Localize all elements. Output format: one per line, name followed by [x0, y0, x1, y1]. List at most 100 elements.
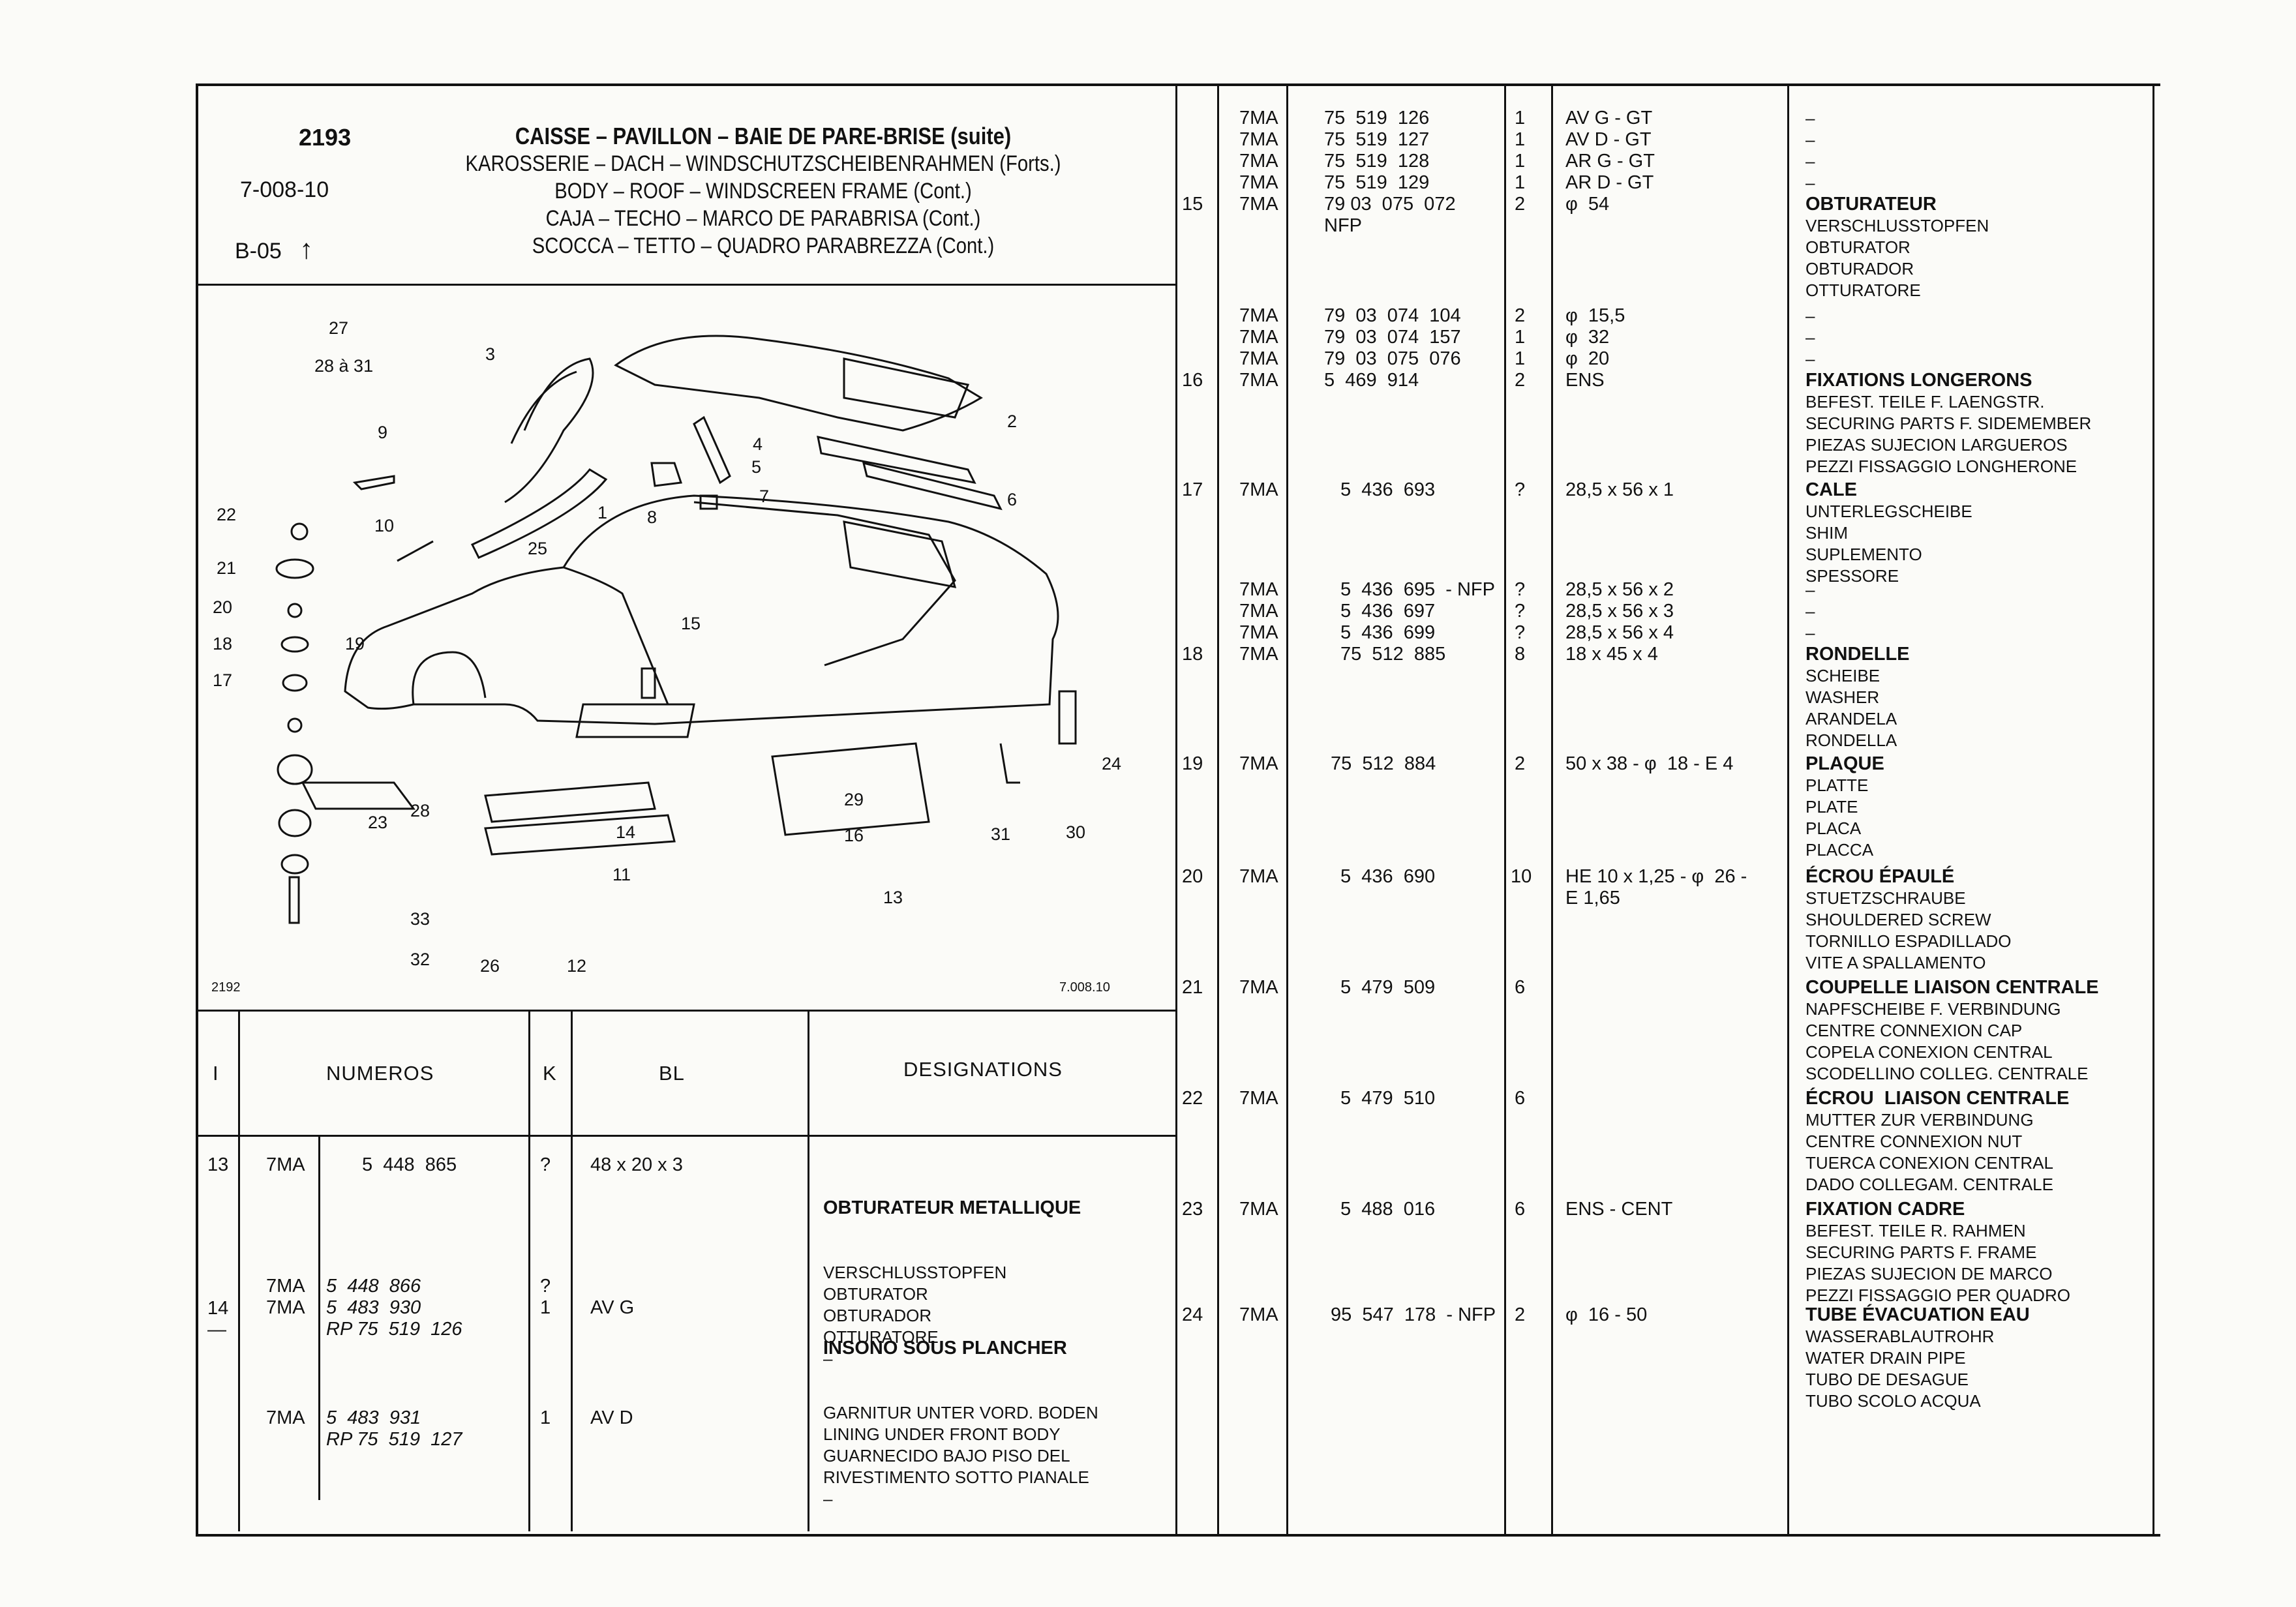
- designation-line: SHOULDERED SCREW: [1805, 910, 1991, 929]
- row-number: 79 03 074 104 79 03 074 157 79 03 075 07…: [1324, 305, 1461, 391]
- row-index: 21: [1182, 977, 1203, 998]
- designation-line: UNTERLEGSCHEIBE: [1805, 502, 1972, 521]
- row-number: 5 479 510: [1340, 1088, 1436, 1109]
- title-fr: CAISSE – PAVILLON – BAIE DE PARE-BRISE (…: [515, 123, 1012, 149]
- callout-7: 7: [759, 487, 769, 506]
- designation-line: SECURING PARTS F. SIDEMEMBER: [1805, 413, 2092, 433]
- rule-l4: [571, 1010, 573, 1531]
- rule-r1: [1217, 83, 1219, 1534]
- row-number: 75 519 126 75 519 127 75 519 128 75 519 …: [1324, 108, 1456, 236]
- row-code: 7MA 7MA 7MA 7MA: [1239, 305, 1278, 391]
- callout-12: 12: [567, 956, 586, 976]
- rule-left-right-divider: [1175, 83, 1177, 1534]
- designation-text: GARNITUR UNTER VORD. BODEN LINING UNDER …: [823, 1403, 1098, 1509]
- row-index: 13: [207, 1154, 229, 1175]
- row-k: 6: [1515, 1088, 1526, 1109]
- row-index: 16: [1182, 370, 1203, 391]
- designation-line: COPELA CONEXION CENTRAL: [1805, 1042, 2053, 1062]
- callout-6: 6: [1007, 490, 1017, 509]
- rule-l1: [238, 1010, 240, 1531]
- row-k: ? 1: [540, 1276, 551, 1318]
- designation-line: –: [1805, 623, 1815, 642]
- designation-line: SUPLEMENTO: [1805, 545, 1922, 564]
- callout-28: 28: [410, 801, 430, 820]
- designation-line: –: [1805, 306, 1815, 325]
- callout-3: 3: [485, 344, 495, 364]
- row-k: 2 1 1 2: [1515, 305, 1526, 391]
- rule-r3: [1504, 83, 1506, 1534]
- row-index: 22: [1182, 1088, 1203, 1109]
- callout-1: 1: [597, 503, 607, 522]
- designation-line: OBTURADOR: [1805, 259, 1914, 278]
- rule-colhead-bottom: [196, 1135, 1177, 1137]
- designation-line: CENTRE CONNEXION NUT: [1805, 1132, 2023, 1151]
- designation-line: TUBO SCOLO ACQUA: [1805, 1391, 1981, 1411]
- callout-4: 4: [753, 434, 763, 454]
- row-k: ?: [540, 1154, 551, 1175]
- designation-line: WATER DRAIN PIPE: [1805, 1348, 1966, 1368]
- callout-13: 13: [883, 888, 903, 907]
- designation-text: VERSCHLUSSTOPFEN OBTURATOR OBTURADOR OTT…: [823, 1263, 1007, 1368]
- row-k: ?: [1515, 479, 1526, 500]
- designation-line: TORNILLO ESPADILLADO: [1805, 931, 2012, 951]
- plate-number: 2193: [299, 124, 352, 151]
- callout-9: 9: [378, 423, 387, 442]
- callout-31: 31: [991, 824, 1010, 844]
- designation-line: SECURING PARTS F. FRAME: [1805, 1242, 2037, 1262]
- row-code: 7MA: [1239, 753, 1278, 774]
- exploded-body-diagram: 27 28 à 31 3 9 2 4 5 7 6 8 22 10 25 1 21…: [211, 318, 1121, 995]
- row-code: 7MA: [1239, 866, 1278, 887]
- designation-line: OBTURATEUR: [1805, 194, 1937, 215]
- row-bl: 28,5 x 56 x 1: [1565, 479, 1674, 500]
- row-designation: INSONO SOUS PLANCHER GARNITUR UNTER VORD…: [823, 1295, 1098, 1553]
- callout-11: 11: [612, 865, 631, 884]
- row-index: 18: [1182, 644, 1203, 665]
- row-bl: AV G: [590, 1297, 635, 1318]
- callout-16: 16: [844, 826, 864, 845]
- row-index: 15: [1182, 194, 1203, 215]
- designation-line: MUTTER ZUR VERBINDUNG: [1805, 1110, 2034, 1130]
- row-code: 7MA: [1239, 1304, 1278, 1325]
- designation-line: BEFEST. TEILE F. LAENGSTR.: [1805, 392, 2045, 412]
- rule-header-bottom: [196, 284, 1177, 286]
- row-code: 7MA: [1239, 1088, 1278, 1109]
- row-bl: 28,5 x 56 x 2 28,5 x 56 x 3 28,5 x 56 x …: [1565, 579, 1674, 665]
- designation-line: PLATTE: [1805, 775, 1869, 795]
- callout-24: 24: [1102, 754, 1121, 773]
- section-code: 7-008-10: [240, 177, 329, 202]
- col-numeros: NUMEROS: [326, 1062, 434, 1085]
- designation-line: ARANDELA: [1805, 709, 1897, 728]
- row-k: 1: [540, 1407, 551, 1428]
- callout-20: 20: [213, 597, 232, 617]
- designation-line: OTTURATORE: [1805, 280, 1921, 300]
- designation-line: PLACCA: [1805, 840, 1874, 860]
- designation-line: –: [1805, 108, 1815, 128]
- row-bl: AV G - GT AV D - GT AR G - GT AR D - GT …: [1565, 108, 1655, 215]
- title-de: KAROSSERIE – DACH – WINDSCHUTZSCHEIBENRA…: [465, 151, 1061, 176]
- designation-line: PIEZAS SUJECION DE MARCO: [1805, 1264, 2053, 1284]
- row-index: 24: [1182, 1304, 1203, 1325]
- designation-line: FIXATION CADRE: [1805, 1199, 1965, 1220]
- designation-line: FIXATIONS LONGERONS: [1805, 370, 2032, 391]
- col-k: K: [543, 1062, 557, 1085]
- callout-28-31: 28 à 31: [314, 356, 373, 376]
- designation-line: PLACA: [1805, 819, 1862, 838]
- row-number: 95 547 178 - NFP: [1331, 1304, 1496, 1325]
- row-number: 5 436 690: [1340, 866, 1436, 887]
- row-code: 7MA: [266, 1154, 305, 1175]
- row-index: 19: [1182, 753, 1203, 774]
- diagram-plate-label: 2192: [211, 980, 241, 995]
- row-bl: φ 16 - 50: [1565, 1304, 1648, 1325]
- callout-2: 2: [1007, 412, 1017, 431]
- designation-line: –: [1805, 151, 1815, 171]
- designation-line: TUBO DE DESAGUE: [1805, 1370, 1969, 1389]
- row-code: 7MA: [266, 1407, 305, 1428]
- callout-21: 21: [217, 558, 236, 578]
- row-number: 5 483 931 RP 75 519 127: [326, 1407, 462, 1450]
- title-en: BODY – ROOF – WINDSCREEN FRAME (Cont.): [554, 179, 972, 203]
- rule-r2: [1286, 83, 1288, 1534]
